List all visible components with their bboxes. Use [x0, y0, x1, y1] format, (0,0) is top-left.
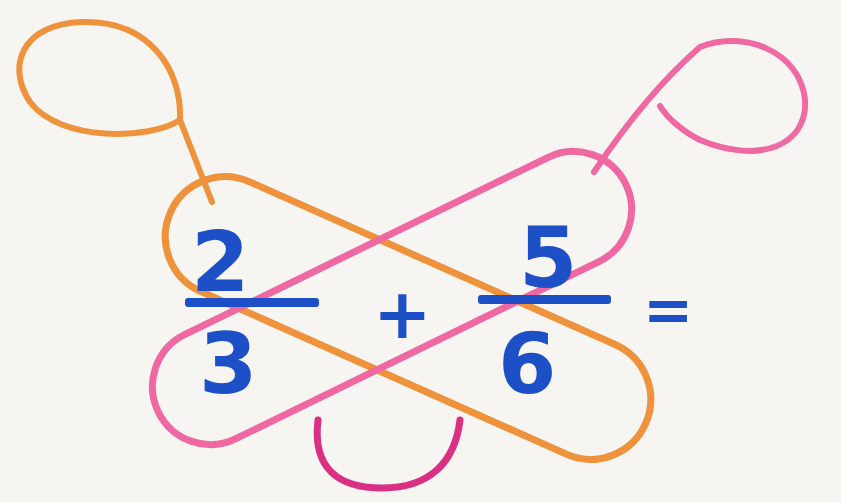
body-arc — [317, 420, 460, 488]
plus-sign: + — [371, 279, 434, 349]
numerator: 5 — [517, 216, 579, 300]
denominator: 3 — [197, 322, 259, 406]
pink-wing — [133, 132, 651, 464]
pink-antenna — [594, 41, 805, 172]
denominator: 6 — [496, 322, 558, 406]
numerator: 2 — [189, 220, 251, 304]
orange-antenna — [19, 22, 212, 202]
equals-sign: = — [641, 280, 695, 340]
